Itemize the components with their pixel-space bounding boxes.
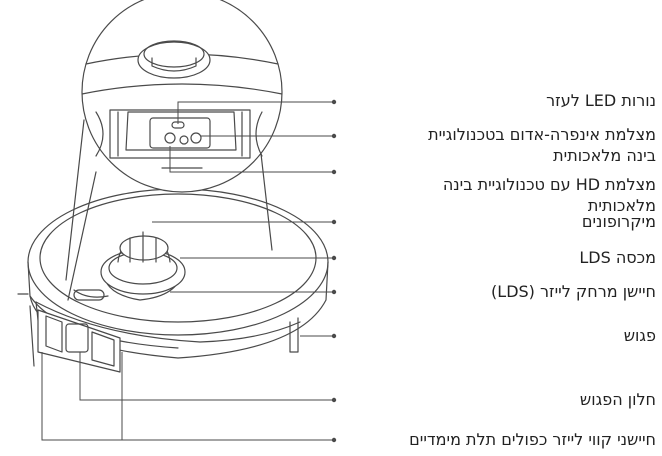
leader-laser-3d: [41, 352, 334, 441]
label-led: נורות LED לעזר: [546, 91, 656, 110]
label-hd-camera-line2: מלאכותית: [587, 196, 656, 215]
label-lds-sensor: חיישן מרחק לייזר (LDS): [491, 282, 656, 301]
leader-bumper-window: [79, 352, 334, 401]
leader-led: [177, 101, 334, 124]
bumper-window-shape: [29, 305, 121, 373]
zoom-circle: [81, 0, 283, 193]
leader-dots: [331, 99, 337, 443]
label-ir-camera: מצלמת אינפרה-אדום בטכנולוגיית: [428, 125, 656, 144]
label-laser-3d: חיישני קווי לייזר כפולים תלת מימדיים: [409, 430, 656, 449]
label-microphones: מיקרופונים: [581, 212, 656, 231]
label-hd-camera: מצלמת HD עם טכנולוגיית בינה: [442, 175, 656, 194]
label-lds-cover: מכסה LDS: [579, 248, 656, 267]
label-ir-camera-line2: בינה מלאכותית: [553, 146, 656, 165]
label-bumper-window: חלון הפגוש: [579, 390, 656, 409]
leader-hd-camera: [169, 146, 334, 173]
leader-lines: [41, 101, 334, 441]
label-bumper: פגוש: [623, 326, 656, 345]
lds-turret: [73, 231, 186, 301]
